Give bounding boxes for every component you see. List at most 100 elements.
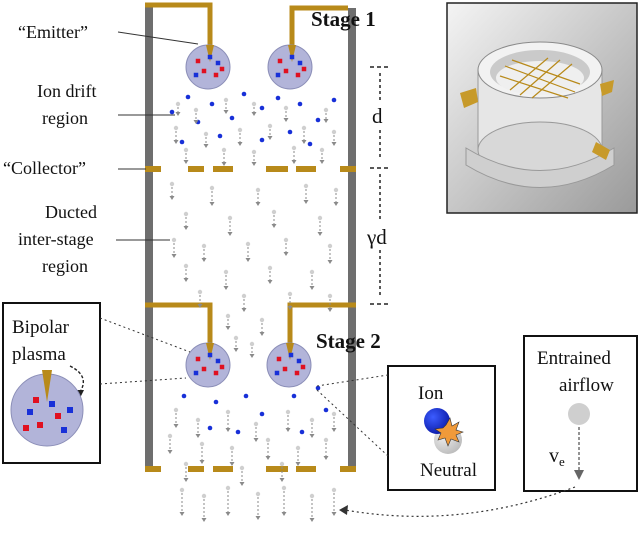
neutral-particle [331,487,337,493]
flow-arrow-head [331,142,337,146]
positive-ion [23,425,29,431]
neutral-particle [301,125,307,131]
flow-arrow-head [333,202,339,206]
positive-ion [294,370,300,376]
neutral-particle [285,409,291,415]
flow-arrow-head [327,260,333,264]
flow-arrow-head [233,348,239,352]
flow-arrow-head [253,438,259,442]
stage2-title: Stage 2 [316,329,381,353]
inset-link-1 [99,317,191,353]
neutral-particle [223,269,229,275]
ducted-label-2: inter-stage [18,229,94,249]
drifting-ion [207,425,213,431]
neutral-particle [253,421,259,427]
negative-ion [275,72,281,78]
neutral-particle [291,145,297,151]
flow-arrow-head [175,112,181,116]
positive-ion [195,356,201,362]
neutral-particle [225,409,231,415]
positive-ion [195,58,201,64]
neutral-particle [267,265,273,271]
neutral-particle [267,123,273,129]
ion-inset-link-2 [316,389,389,457]
emitter-tip [288,45,296,62]
flow-arrow-head [179,512,185,516]
drifting-ion [259,137,265,143]
positive-ion [33,397,39,403]
neutral-particle [223,97,229,103]
flow-arrow-head [171,254,177,258]
neutral-particle [333,187,339,193]
neutral-particle [319,147,325,153]
negative-ion [297,60,303,66]
negative-ion [288,352,294,358]
neutral-particle [259,317,265,323]
bipolar-label-1: Bipolar [12,317,70,338]
flow-arrow-head [255,202,261,206]
drifting-ion [241,91,247,97]
neutral-particle [199,441,205,447]
positive-ion [295,72,301,78]
emitter-tip [206,45,214,62]
drifting-ion [229,115,235,121]
flow-arrow-head [279,478,285,482]
drifting-ion [299,429,305,435]
drifting-ion [259,411,265,417]
flow-arrow-head [283,118,289,122]
drifting-ion [291,393,297,399]
neutral-particle [175,101,181,107]
flow-arrow-head [249,354,255,358]
neutral-particle [225,485,231,491]
flow-arrow-head [223,110,229,114]
drifting-ion [185,94,191,100]
ducted-label-1: Ducted [45,202,97,222]
neutral-particle [323,107,329,113]
neutral-particle [283,105,289,111]
flow-arrow-head [301,140,307,144]
positive-ion [282,366,288,372]
plasma-charges [193,54,307,376]
flow-arrow-head [271,224,277,228]
neutral-particle [173,407,179,413]
positive-ion [219,66,225,72]
flow-arrow-head [309,518,315,522]
flow-arrow-head [295,462,301,466]
neutral-particle [331,411,337,417]
neutral-particle [239,465,245,471]
flow-arrow-head [209,202,215,206]
gamma-d-label: γd [366,225,387,249]
neutral-particle [331,129,337,135]
neutral-particle [201,493,207,499]
negative-ion [207,352,213,358]
neutral-particle [309,417,315,423]
drifting-ion [315,117,321,123]
neutral-particle [317,215,323,221]
collector-row-2 [145,466,356,472]
neutral-particle [327,243,333,249]
neutral-particle [251,101,257,107]
neutral-particle [221,147,227,153]
flow-arrow-head [245,258,251,262]
negative-ion [289,54,295,60]
neutral-particle [287,291,293,297]
neutral-particle [209,185,215,191]
neutral-particle [255,187,261,193]
airflow-link-arrow [344,486,576,517]
flow-arrow-head [199,460,205,464]
flow-arrow-head [201,258,207,262]
drifting-ions [169,91,337,435]
drifting-ion [307,141,313,147]
negative-ion [193,370,199,376]
neutral-particle [255,491,261,497]
neutral-particle [237,127,243,133]
collector-row-1 [145,166,356,172]
neutral-particle [183,263,189,269]
collision-starburst-icon [434,417,464,447]
neutral-particle [295,445,301,451]
flow-arrow-head [251,162,257,166]
emitter-leader [117,31,199,45]
flow-arrow-head [283,252,289,256]
flow-arrow-head [319,160,325,164]
